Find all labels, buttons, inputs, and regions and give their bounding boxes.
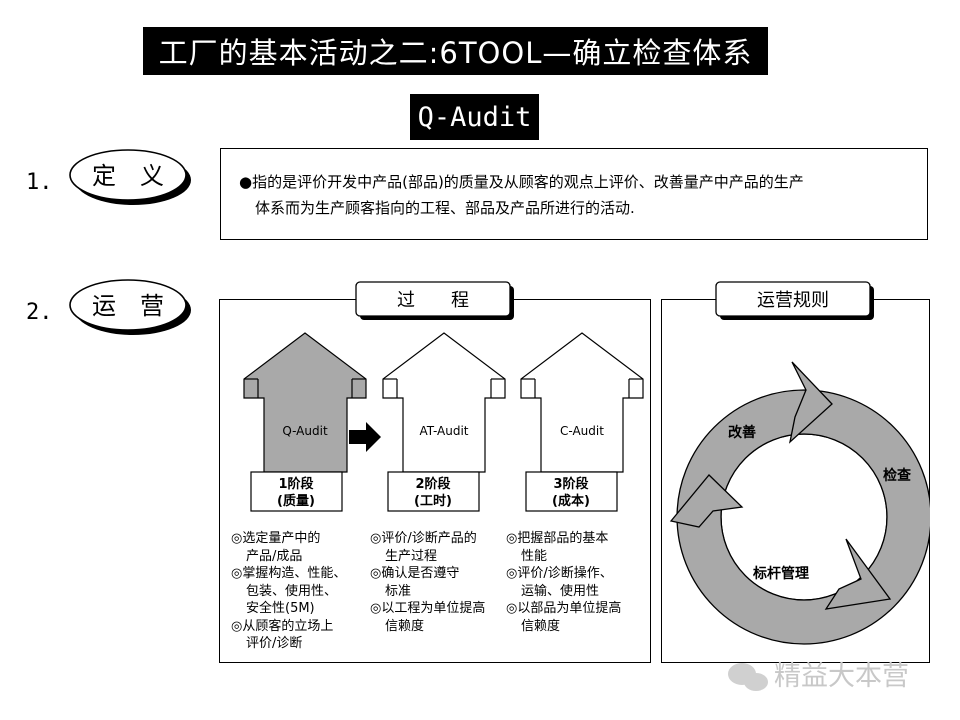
list-item: 性能 [521, 548, 548, 564]
list-item: 产品/成品 [246, 548, 303, 564]
cycle-label-benchmark: 标杆管理 [752, 565, 809, 582]
definition-text2: 体系而为生产顾客指向的工程、部品及产品所进行的活动. [255, 199, 635, 217]
cycle-arrow-right-icon [824, 538, 892, 610]
list-item: ◎以工程为单位提高 [370, 601, 486, 616]
list-item: ◎掌握构造、性能、 [231, 566, 347, 581]
cycle-diagram: 改善 检查 标杆管理 [669, 361, 930, 645]
list-item: 包装、使用性、 [246, 583, 338, 599]
stage-2-label: 2阶段 [415, 476, 450, 492]
rules-panel-title-tab: 运营规则 [715, 281, 874, 320]
process-panel-title-tab: 过 程 [355, 281, 514, 320]
page-title: 工厂的基本活动之二:6TOOL—确立检查体系 [143, 27, 768, 75]
wechat-icon [728, 663, 768, 691]
process-column-1: ◎选定量产中的 产品/成品 ◎掌握构造、性能、 包装、使用性、 安全性(5M) … [231, 530, 346, 653]
arrow-q-audit-label: Q-Audit [282, 424, 328, 438]
definition-box: ●指的是评价开发中产品(部品)的质量及从顾客的观点上评价、改善量产中产品的生产 … [220, 148, 928, 240]
section2-oval-badge: 运 营 [69, 279, 191, 335]
cycle-label-check: 检查 [883, 467, 912, 484]
section2-number: 2. [26, 300, 53, 325]
process-column-3: ◎把握部品的基本 性能 ◎评价/诊断操作、 运输、使用性 ◎以部品为单位提高 信… [506, 530, 621, 635]
section1-number: 1. [26, 170, 53, 195]
list-item: 安全性(5M) [246, 601, 315, 616]
list-item: 生产过程 [385, 548, 438, 564]
watermark-graphic: 精益大本营 [728, 661, 909, 692]
cycle-arrow-left-icon [669, 474, 744, 528]
arrow-c-audit-label: C-Audit [560, 424, 604, 438]
process-panel-title: 过 程 [397, 290, 469, 311]
stage-1-sub: (质量) [277, 493, 315, 509]
list-item: ◎以部品为单位提高 [506, 601, 622, 616]
section2-label: 运 营 [92, 292, 164, 320]
list-item: ◎把握部品的基本 [506, 531, 609, 546]
list-item: ◎选定量产中的 [231, 531, 321, 546]
arrow-at-audit-label: AT-Audit [419, 424, 468, 438]
stage-3-label: 3阶段 [553, 476, 588, 492]
cycle-arrow-top-icon [788, 361, 833, 444]
arrow-at-audit: AT-Audit [382, 332, 506, 473]
list-item: 标准 [385, 583, 412, 599]
page-subtitle: Q-Audit [410, 94, 539, 140]
definition-text1: 指的是评价开发中产品(部品)的质量及从顾客的观点上评价、改善量产中产品的生产 [252, 173, 804, 191]
section1-oval-badge: 定 义 [69, 149, 191, 205]
cycle-label-improve: 改善 [728, 424, 756, 441]
list-item: 信赖度 [521, 618, 561, 634]
arrow-q-audit: Q-Audit [243, 332, 367, 473]
stage-box-2: 2阶段 (工时) [387, 471, 480, 512]
process-diagram: Q-Audit AT-Audit C-Audit 1阶段 (质量) 2阶段 (工… [243, 332, 644, 512]
list-item: ◎确认是否遵守 [370, 566, 460, 581]
stage-box-1: 1阶段 (质量) [250, 471, 343, 512]
list-item: 运输、使用性 [521, 583, 600, 599]
rules-panel-title: 运营规则 [757, 290, 829, 311]
stage-2-sub: (工时) [414, 493, 452, 509]
stage-3-sub: (成本) [552, 493, 590, 509]
bullet-dot-icon: ● [239, 173, 253, 191]
definition-line1: ●指的是评价开发中产品(部品)的质量及从顾客的观点上评价、改善量产中产品的生产 [239, 169, 907, 195]
list-item: 信赖度 [385, 618, 425, 634]
section1-label: 定 义 [92, 162, 164, 190]
list-item: ◎评价/诊断产品的 [370, 531, 477, 546]
next-arrow-icon [349, 422, 381, 452]
list-item: ◎评价/诊断操作、 [506, 566, 613, 581]
process-column-2: ◎评价/诊断产品的 生产过程 ◎确认是否遵守 标准 ◎以工程为单位提高 信赖度 [370, 530, 485, 635]
list-item: ◎从顾客的立场上 [231, 618, 334, 634]
stage-1-label: 1阶段 [278, 476, 313, 492]
watermark-text: 精益大本营 [774, 661, 909, 692]
list-item: 评价/诊断 [246, 636, 303, 651]
stage-box-3: 3阶段 (成本) [525, 471, 618, 512]
arrow-c-audit: C-Audit [520, 332, 644, 473]
watermark: 精益大本营 [720, 650, 942, 700]
